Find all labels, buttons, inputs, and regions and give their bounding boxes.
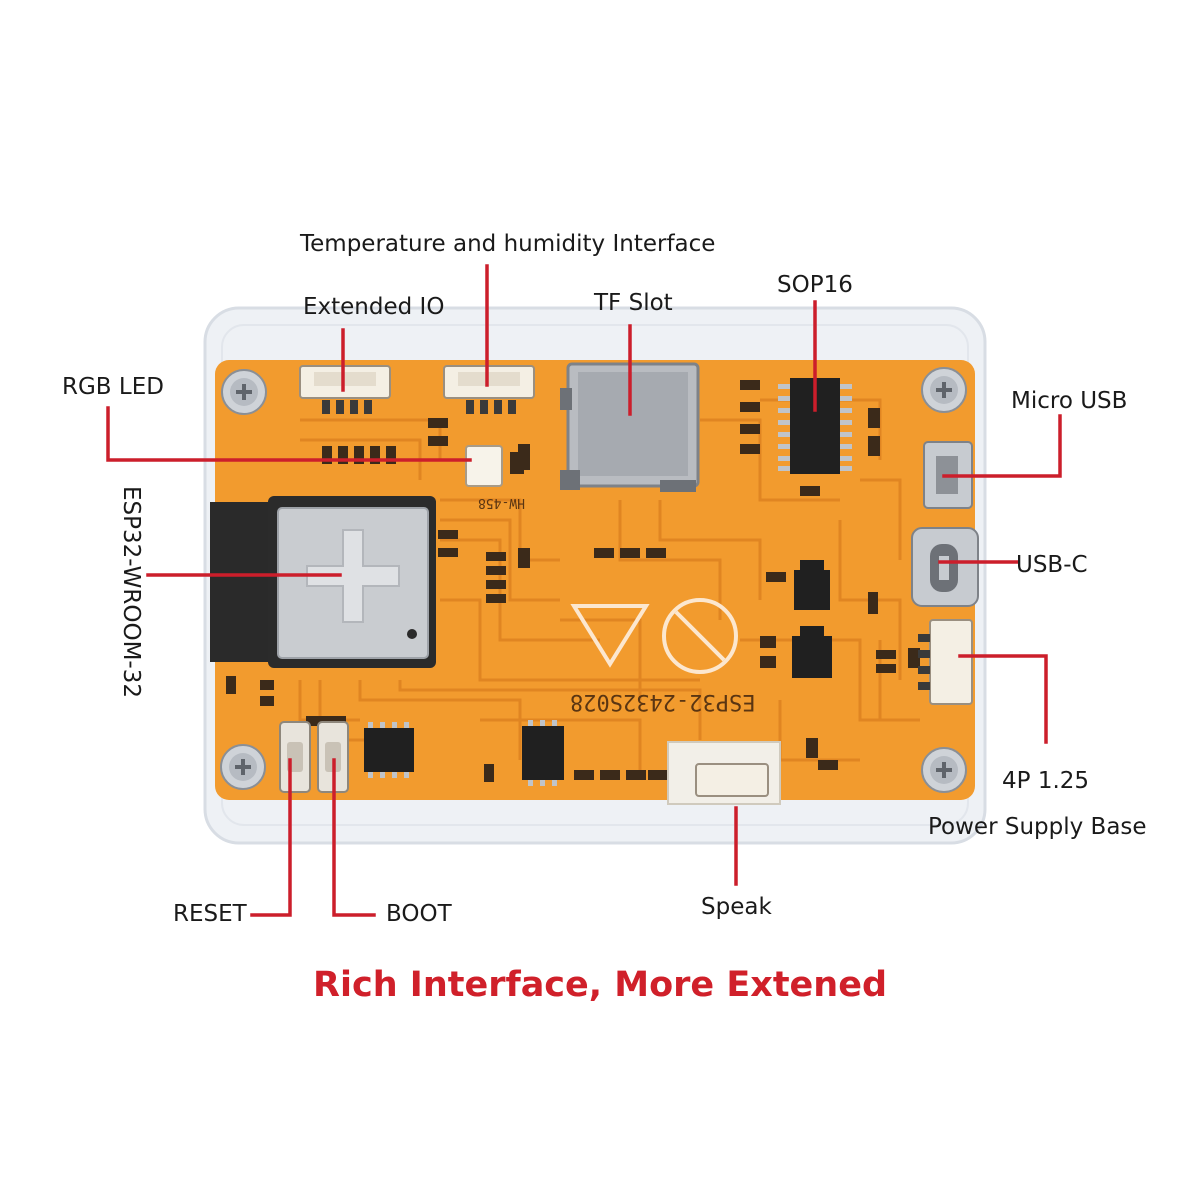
speaker-connector <box>667 741 781 805</box>
boot-button-component <box>317 721 349 793</box>
leader-micro-usb <box>942 414 1062 478</box>
label-temp-humidity: Temperature and humidity Interface <box>300 231 716 257</box>
label-reset: RESET <box>173 901 247 927</box>
label-usb-c: USB-C <box>1016 552 1088 578</box>
leader-rgb-led <box>106 406 472 462</box>
extended-io-connector <box>299 365 391 414</box>
label-micro-usb: Micro USB <box>1011 388 1128 414</box>
usb-c-port <box>911 527 979 607</box>
reset-button-component <box>279 721 311 793</box>
mounting-screw-tr <box>921 367 967 413</box>
amplifier-chip <box>522 720 564 786</box>
mounting-screw-bl <box>220 744 266 790</box>
label-tf-slot: TF Slot <box>594 290 673 316</box>
label-esp32: ESP32-WROOM-32 <box>118 486 144 698</box>
esp32-module <box>210 496 436 668</box>
board-model-silkscreen: ESP32-2432S028 <box>570 689 756 714</box>
regulator-chips <box>792 560 832 678</box>
tf-card-slot <box>560 362 700 492</box>
board-part-silkscreen: HW-458 <box>478 495 525 510</box>
label-power-line1: 4P 1.25 <box>1002 768 1090 794</box>
label-rgb-led: RGB LED <box>62 374 164 400</box>
label-speak: Speak <box>701 894 772 920</box>
recycle-symbol <box>570 604 650 668</box>
lead-free-symbol <box>662 598 738 674</box>
label-boot: BOOT <box>386 901 452 927</box>
leader-lines <box>106 264 1062 917</box>
page-title: Rich Interface, More Extened <box>313 965 887 1005</box>
flash-chip <box>364 722 414 778</box>
label-power-line2: Power Supply Base <box>928 814 1147 840</box>
leader-power-supply <box>958 654 1048 744</box>
mounting-screw-tl <box>221 369 267 415</box>
smd-components <box>226 380 920 782</box>
leader-reset <box>250 758 292 917</box>
mounting-screw-br <box>921 747 967 793</box>
leader-boot <box>332 758 376 917</box>
label-extended-io: Extended IO <box>303 294 445 320</box>
power-supply-connector <box>918 619 973 705</box>
temp-humidity-connector <box>443 365 535 414</box>
rgb-led-component <box>465 445 503 487</box>
label-sop16: SOP16 <box>777 272 853 298</box>
